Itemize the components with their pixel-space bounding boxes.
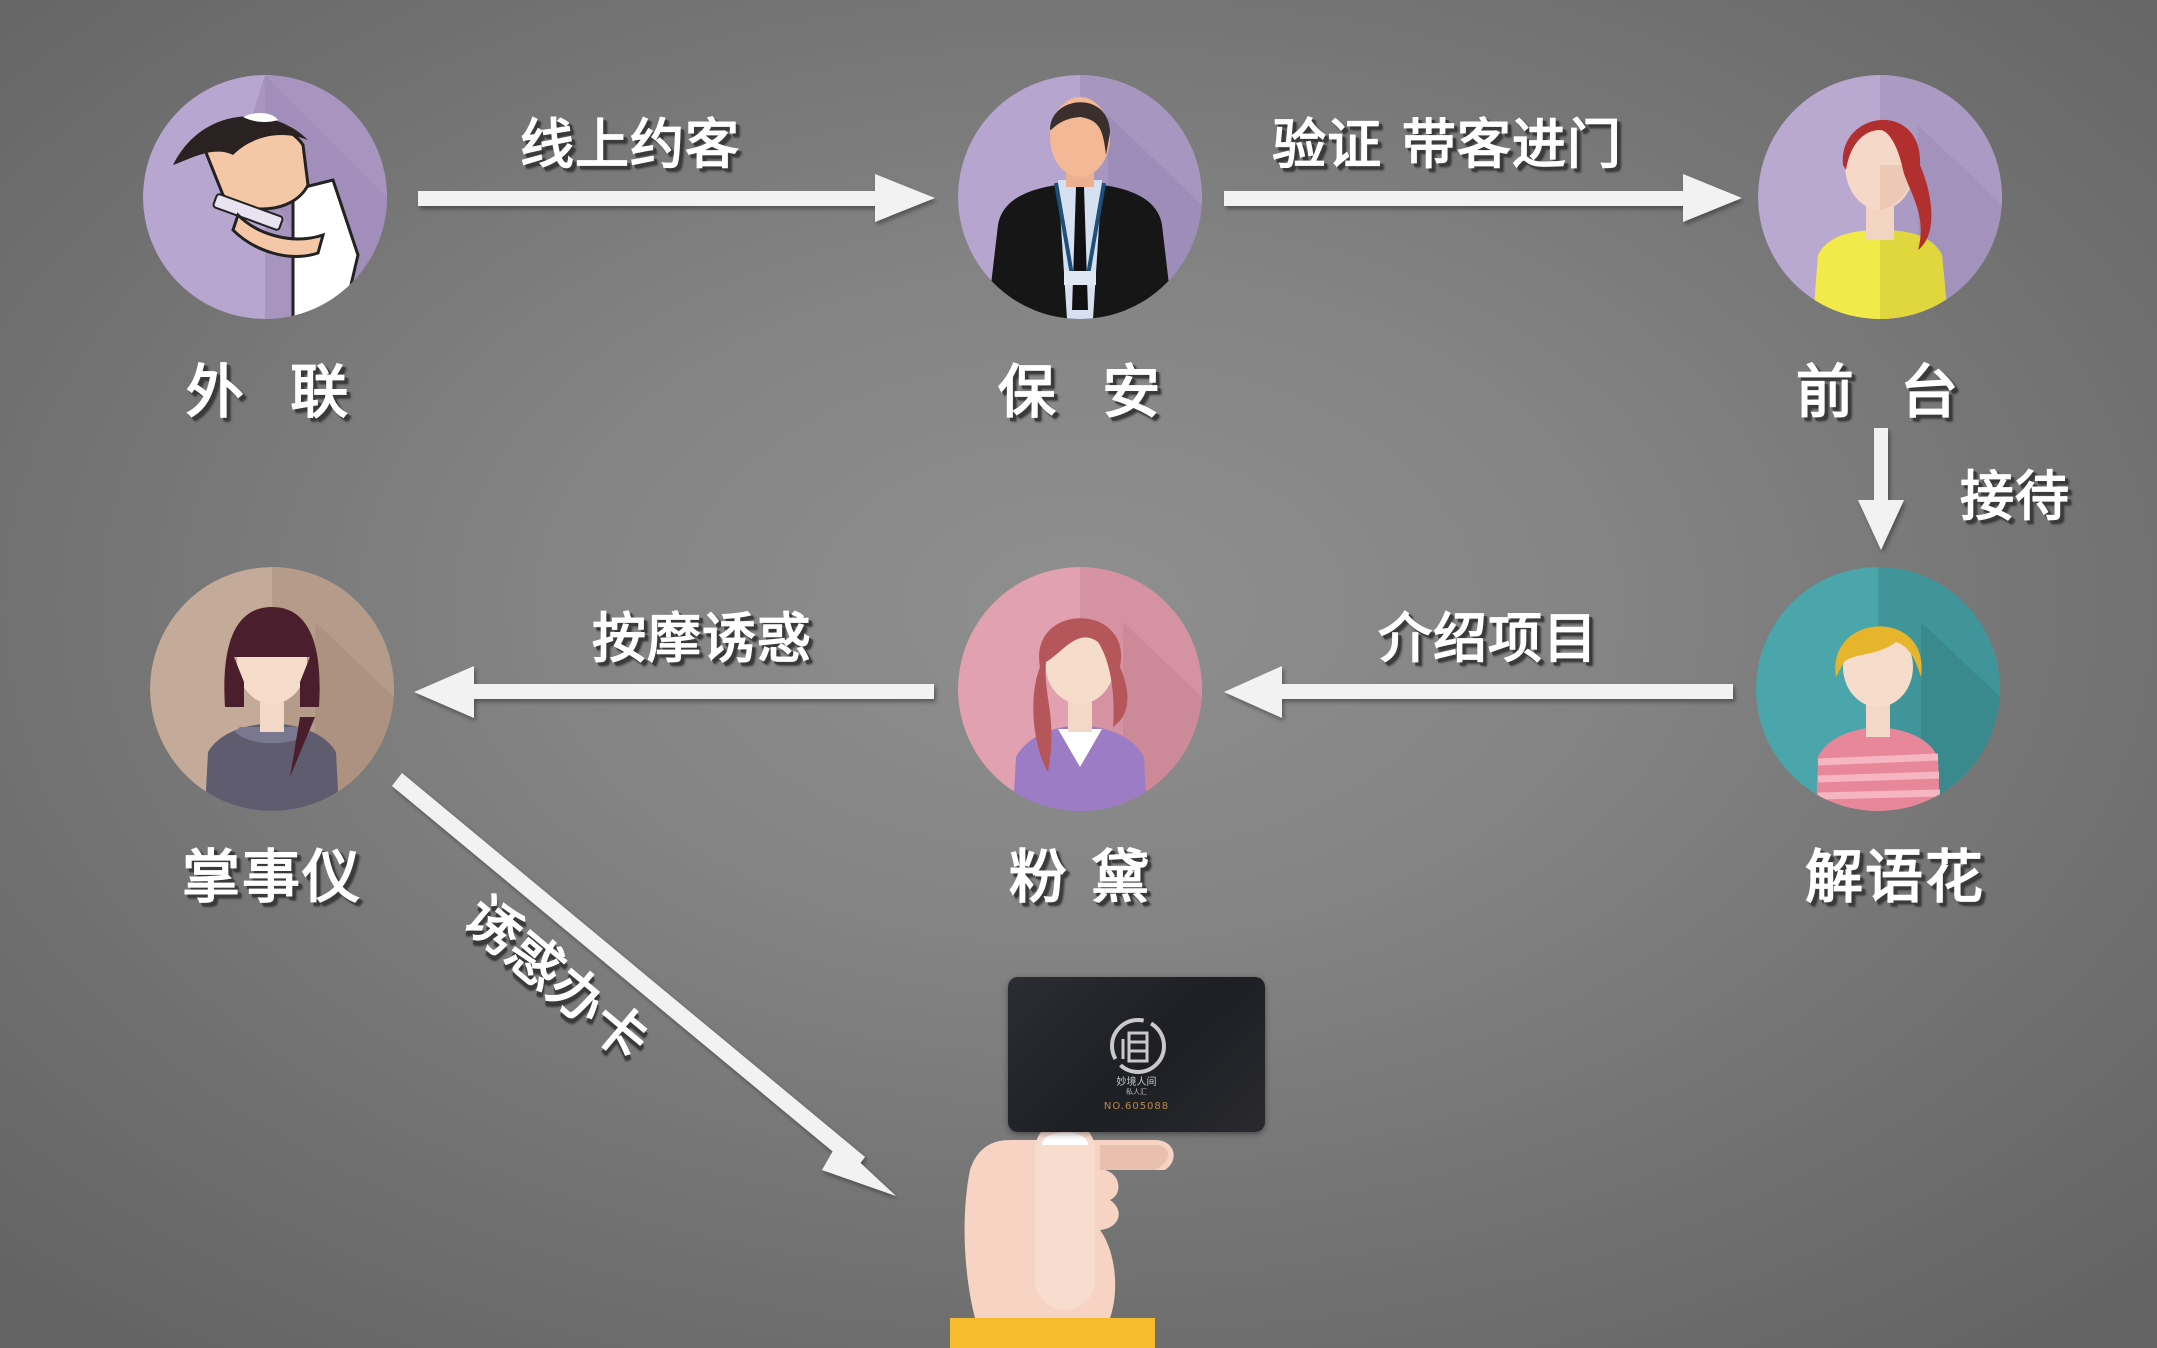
node-label-front-desk: 前 台 (1795, 358, 1961, 426)
arrow-down-icon (1858, 428, 1904, 550)
man-phone-icon (143, 75, 387, 319)
card-number: NO.605088 (1103, 1101, 1170, 1112)
arrow-diagonal-icon (392, 773, 896, 1196)
card-logo-icon (1110, 1018, 1166, 1074)
manager-icon (150, 567, 394, 811)
avatar-front-desk (1758, 75, 2002, 319)
security-guard-icon (958, 75, 1202, 319)
edge-label-reception: 接待 (1960, 465, 2070, 528)
edge-label-introduce-items: 介绍项目 (1378, 607, 1598, 670)
avatar-security (958, 75, 1202, 319)
receptionist-icon (1758, 75, 2002, 319)
node-label-manager: 掌事仪 (181, 843, 363, 911)
membership-card: 妙境人间 私人汇 NO.605088 (1008, 977, 1265, 1132)
arrow-right-icon (418, 174, 935, 222)
arrow-left-icon (414, 666, 934, 718)
node-label-outreach: 外 联 (185, 358, 351, 426)
edge-label-online-booking: 线上约客 (520, 113, 740, 176)
avatar-attendant (958, 567, 1202, 811)
node-label-attendant: 粉 黛 (1008, 843, 1152, 911)
hostess-icon (1756, 567, 2000, 811)
arrow-left-icon (1224, 666, 1733, 718)
avatar-hostess (1756, 567, 2000, 811)
node-label-hostess: 解语花 (1804, 843, 1986, 911)
hand-icon (950, 1120, 1174, 1348)
attendant-icon (958, 567, 1202, 811)
arrow-right-icon (1224, 174, 1742, 222)
edge-label-verify-escort: 验证 带客进门 (1272, 113, 1622, 176)
avatar-manager (150, 567, 394, 811)
avatar-outreach (143, 75, 387, 319)
edge-label-massage-temptation: 按摩诱惑 (592, 607, 812, 670)
card-brand-name: 妙境人间 (1116, 1077, 1157, 1088)
card-subtitle: 私人汇 (1126, 1088, 1147, 1096)
node-label-security: 保 安 (997, 358, 1163, 426)
